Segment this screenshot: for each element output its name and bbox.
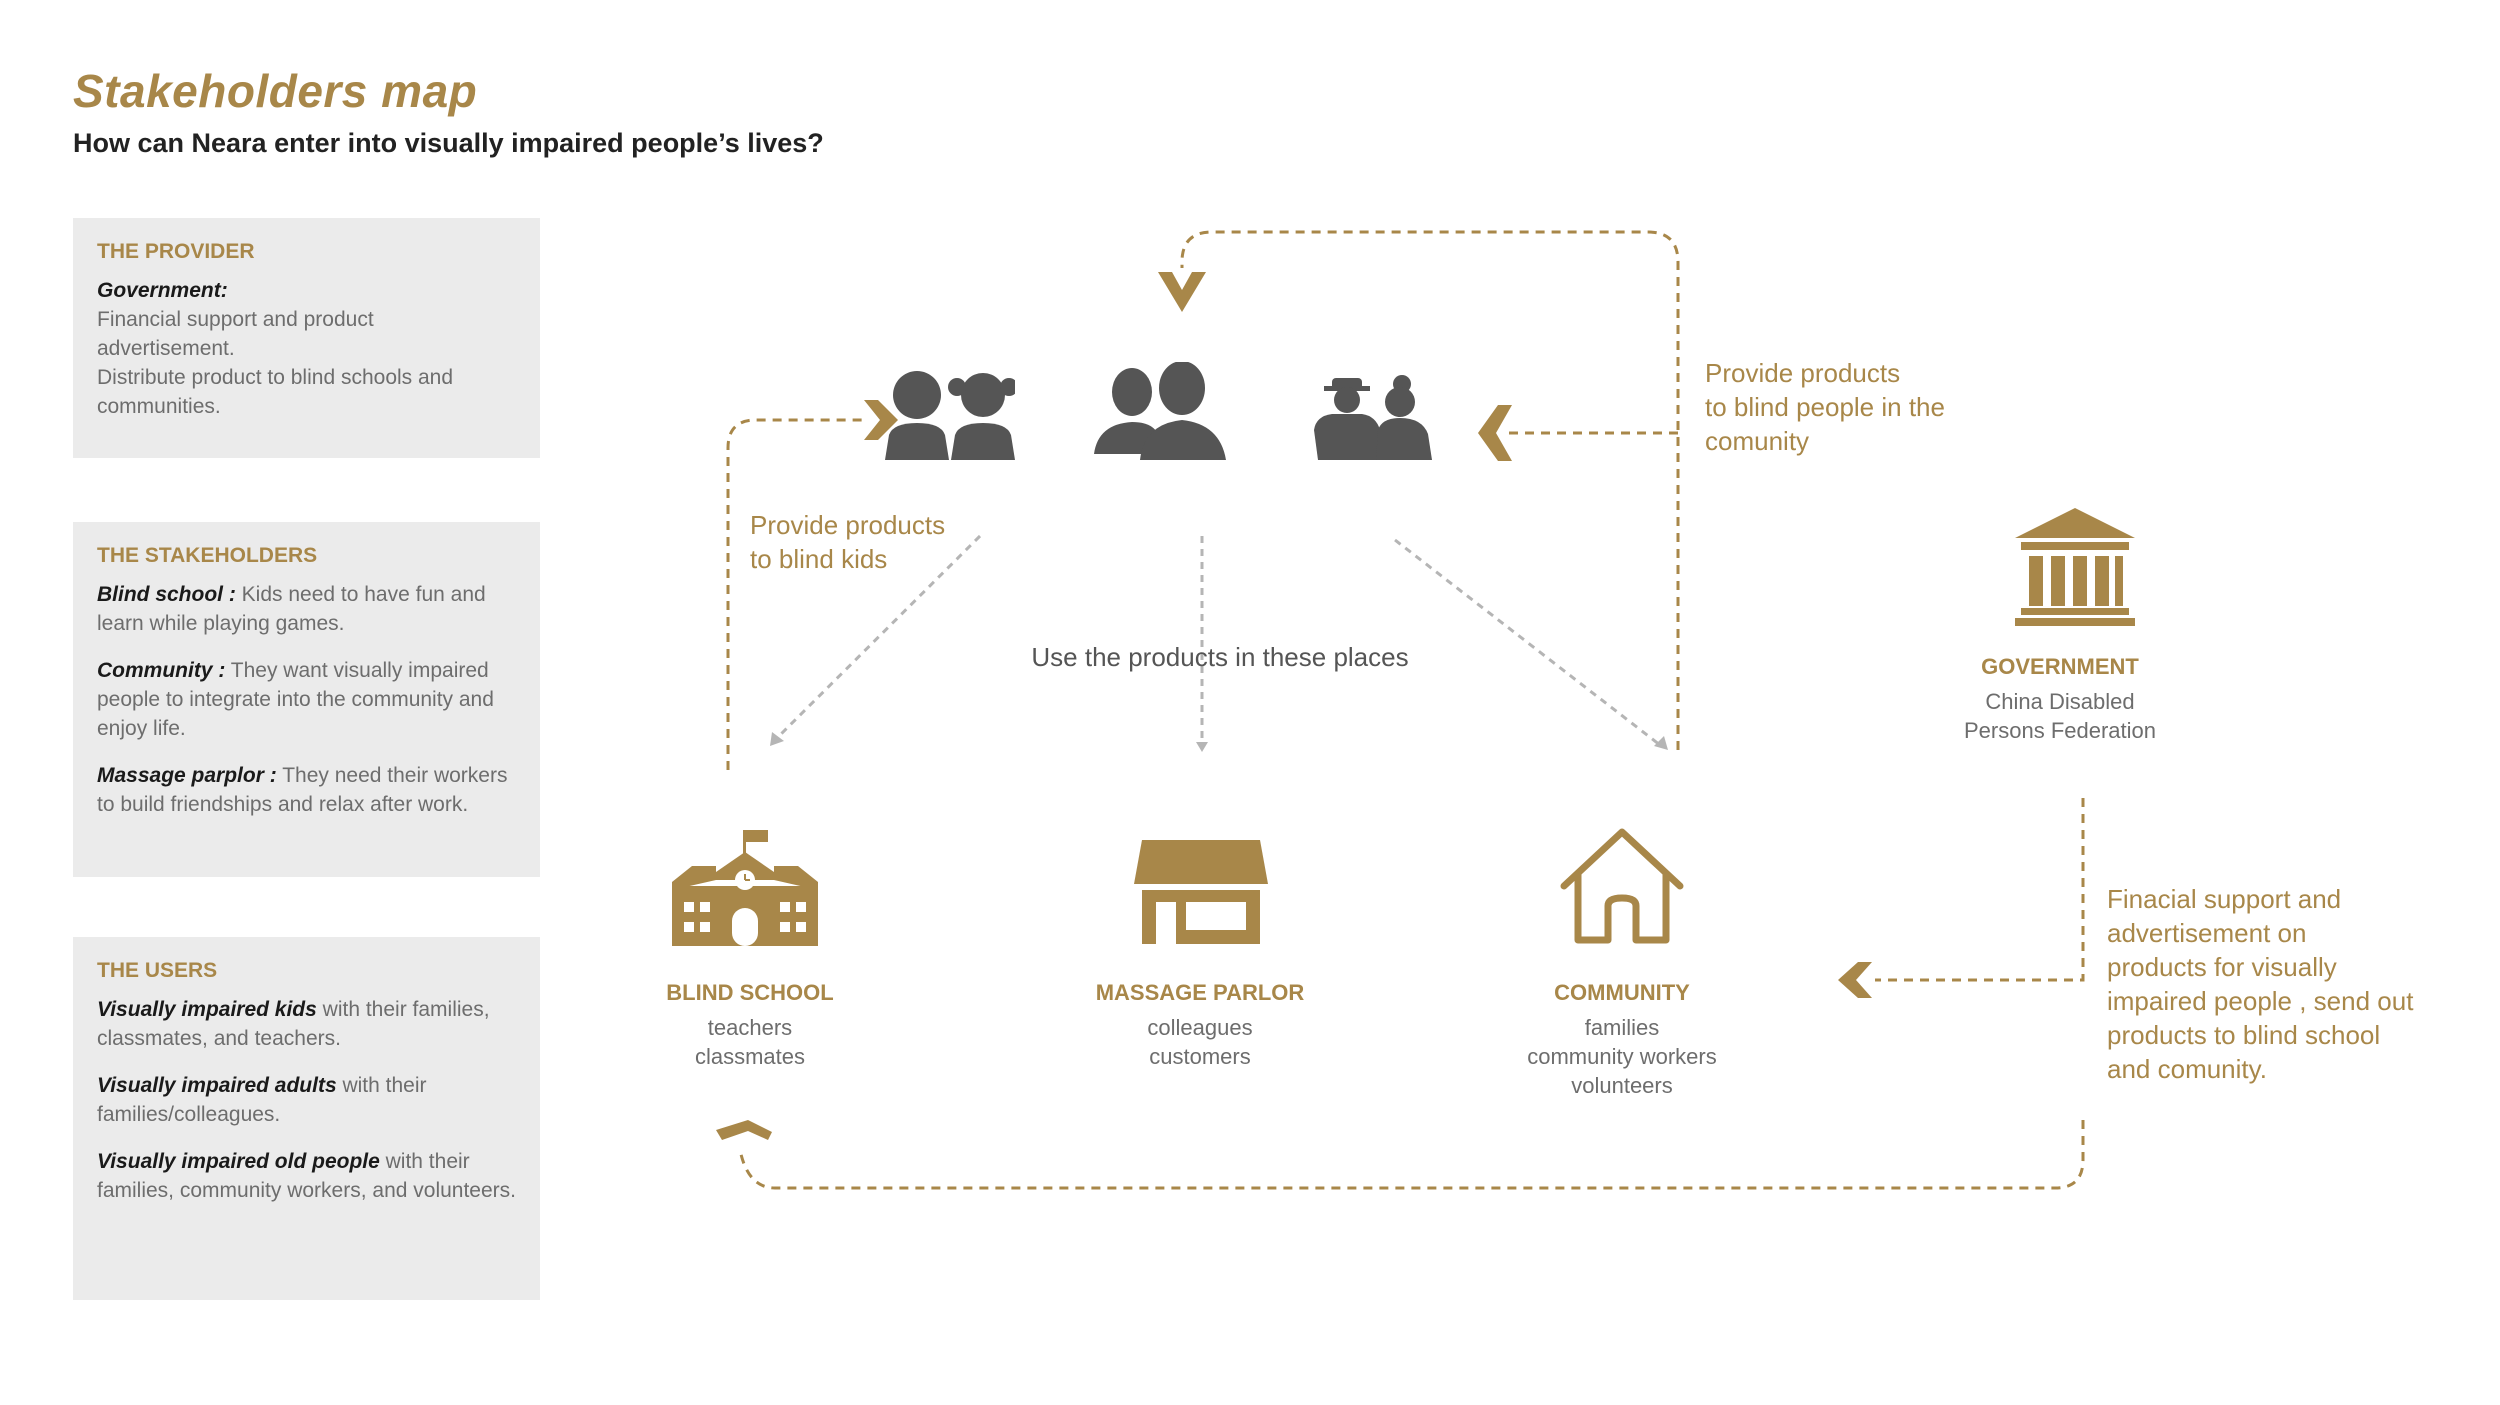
stakeholder-text: Kids need to have fun and learn while pl… <box>97 583 486 635</box>
provider-text: Government: Financial support and produc… <box>97 276 516 421</box>
provider-name: Government: <box>97 279 228 302</box>
arrowhead-massage <box>1196 742 1208 752</box>
place-title: MASSAGE PARLOR <box>1095 980 1305 1005</box>
support-line: advertisement on <box>2107 918 2307 948</box>
user-text: with their families/colleagues. <box>97 1074 427 1126</box>
provider-line-2: Distribute product to blind schools and … <box>97 366 454 418</box>
stakeholder-name: Community : <box>97 659 226 682</box>
place-line: classmates <box>694 1044 806 1069</box>
arrowhead-bottom-up <box>716 1120 772 1140</box>
users-panel: THE USERS Visually impaired kids with th… <box>73 937 540 1300</box>
page-title: Stakeholders map <box>73 65 478 117</box>
government-line: China Disabled <box>1985 689 2135 714</box>
provider-line-1: Financial support and product advertisem… <box>97 308 374 360</box>
loop-top-connector <box>1180 230 1680 750</box>
user-text: with their families, classmates, and tea… <box>97 998 490 1050</box>
place-title: BLIND SCHOOL <box>666 980 834 1005</box>
place-title: COMMUNITY <box>1554 980 1690 1005</box>
bottom-loop-connector <box>738 1120 2085 1190</box>
kids-icon <box>885 371 1015 460</box>
place-line: volunteers <box>1571 1073 1673 1098</box>
stakeholder-name: Blind school : <box>97 583 236 606</box>
government-label: GOVERNMENT China Disabled Persons Federa… <box>1880 652 2240 745</box>
provide-community-line: comunity <box>1705 426 1810 456</box>
user-name: Visually impaired old people <box>97 1150 380 1173</box>
community-label: COMMUNITY families community workers vol… <box>1472 978 1772 1100</box>
users-heading: THE USERS <box>97 959 218 982</box>
massage-parlor-icon <box>1134 840 1268 944</box>
support-line: products for visually <box>2107 952 2337 982</box>
user-name: Visually impaired kids <box>97 998 317 1021</box>
support-line: products to blind school <box>2107 1020 2381 1050</box>
adults-icon <box>1094 362 1226 460</box>
provide-community-note: Provide products to blind people in the … <box>1705 356 1945 458</box>
elderly-icon <box>1314 375 1432 460</box>
stakeholder-community: Community : They want visually impaired … <box>97 656 516 743</box>
blind-school-label: BLIND SCHOOL teachers classmates <box>600 978 900 1071</box>
arrowhead-kids-right <box>864 400 898 440</box>
provider-panel: THE PROVIDER Government: Financial suppo… <box>73 218 540 458</box>
government-to-community-connector <box>1875 798 2085 982</box>
home-icon <box>1560 828 1684 944</box>
place-line: colleagues <box>1147 1015 1253 1040</box>
user-kids: Visually impaired kids with their famili… <box>97 995 516 1053</box>
government-title: GOVERNMENT <box>1981 654 2139 679</box>
user-name: Visually impaired adults <box>97 1074 337 1097</box>
stakeholder-massage: Massage parplor : They need their worker… <box>97 761 516 819</box>
support-note: Finacial support and advertisement on pr… <box>2107 882 2447 1086</box>
provide-kids-line: to blind kids <box>750 544 888 574</box>
stakeholder-text: They need their workers to build friends… <box>97 764 508 816</box>
user-adults: Visually impaired adults with their fami… <box>97 1071 516 1129</box>
place-line: community workers <box>1527 1044 1717 1069</box>
stakeholder-name: Massage parplor : <box>97 764 277 787</box>
arrowhead-community <box>1654 736 1668 750</box>
stakeholders-heading: THE STAKEHOLDERS <box>97 544 318 567</box>
arrowhead-school <box>770 732 784 746</box>
provide-community-line: to blind people in the <box>1705 392 1945 422</box>
support-line: Finacial support and <box>2107 884 2342 914</box>
place-line: teachers <box>707 1015 793 1040</box>
provide-community-line: Provide products <box>1705 358 1901 388</box>
stakeholders-panel: THE STAKEHOLDERS Blind school : Kids nee… <box>73 522 540 877</box>
use-places-note: Use the products in these places <box>1031 642 1409 672</box>
government-building-icon <box>2015 508 2135 626</box>
use-to-community-connector <box>1394 538 1661 747</box>
page-subtitle: How can Neara enter into visually impair… <box>73 128 824 158</box>
place-line: customers <box>1149 1044 1251 1069</box>
support-line: impaired people , send out <box>2107 986 2414 1016</box>
provide-kids-line: Provide products <box>750 510 946 540</box>
stakeholder-blind-school: Blind school : Kids need to have fun and… <box>97 580 516 638</box>
government-line: Persons Federation <box>1964 718 2156 743</box>
use-to-school-connector <box>773 534 982 742</box>
place-line: families <box>1584 1015 1660 1040</box>
school-icon <box>672 830 818 946</box>
stakeholder-text: They want visually impaired people to in… <box>97 659 494 740</box>
user-text: with their families, community workers, … <box>97 1150 516 1202</box>
arrowhead-elderly-left <box>1478 405 1512 461</box>
support-line: and comunity. <box>2107 1054 2267 1084</box>
provider-heading: THE PROVIDER <box>97 240 255 263</box>
provide-kids-note: Provide products to blind kids <box>750 508 945 576</box>
arrowhead-top-down <box>1158 272 1206 312</box>
massage-parlor-label: MASSAGE PARLOR colleagues customers <box>1050 978 1350 1071</box>
arrowhead-community-left <box>1838 962 1872 998</box>
school-to-kids-connector <box>726 418 868 770</box>
user-old: Visually impaired old people with their … <box>97 1147 516 1205</box>
